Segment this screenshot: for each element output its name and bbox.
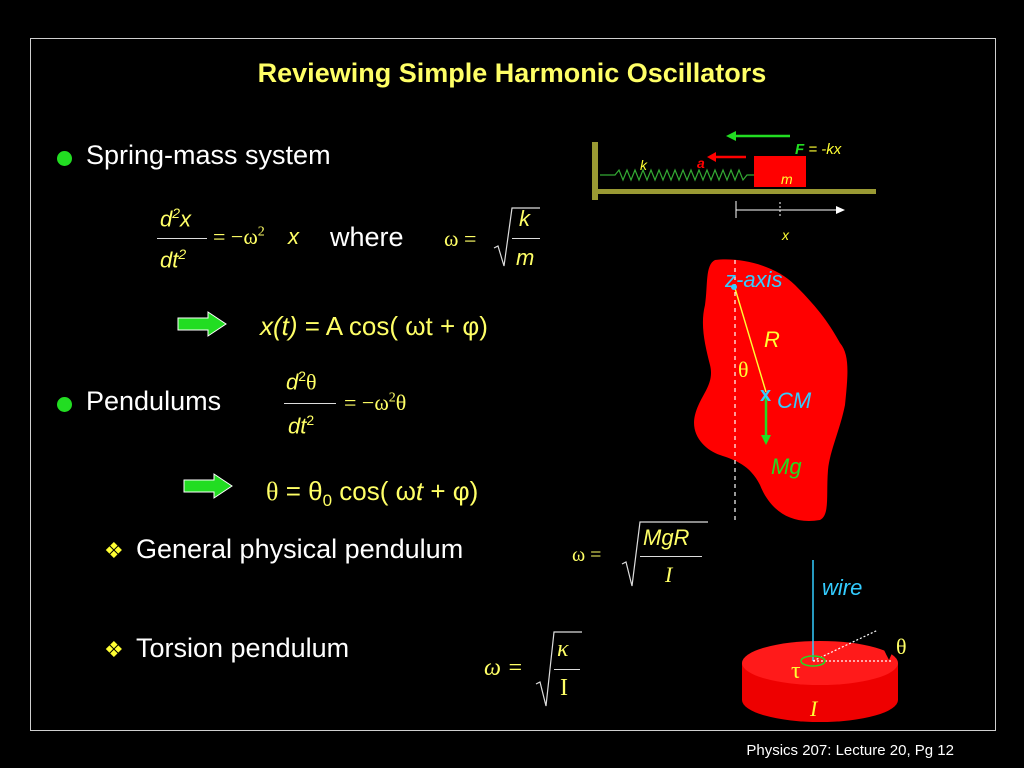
bullet-dot-spring bbox=[57, 151, 72, 166]
eq1-m: m bbox=[516, 245, 535, 270]
eq4-rest: + φ) bbox=[423, 476, 479, 506]
eq6-den: I bbox=[560, 675, 568, 701]
eq4-cos: cos( ω bbox=[332, 476, 416, 506]
eq1-where: where bbox=[330, 222, 404, 252]
diamond-bullet-torsion: ❖ bbox=[104, 637, 124, 662]
torsion-disk-top bbox=[742, 641, 898, 685]
eq1-sqrt-sign bbox=[493, 207, 540, 267]
mass-m-label: m bbox=[781, 171, 793, 187]
eq1-k: k bbox=[519, 206, 530, 231]
pendulum-theta-label: θ bbox=[738, 357, 749, 382]
pendulum-zaxis-label: z-axis bbox=[725, 267, 783, 292]
pendulum-body bbox=[694, 259, 848, 521]
spring-k-label: k bbox=[640, 157, 647, 173]
bullet-physical-pendulum: General physical pendulum bbox=[136, 534, 464, 564]
eq1-d: d bbox=[160, 206, 173, 232]
slide-title: Reviewing Simple Harmonic Oscillators bbox=[257, 58, 767, 88]
implies-arrow-1 bbox=[177, 311, 227, 337]
eq1-rhs-x: x bbox=[288, 224, 299, 249]
bullet-pendulums: Pendulums bbox=[86, 386, 222, 416]
eq6-omega: ω = bbox=[484, 655, 524, 681]
force-rest: = -kx bbox=[804, 141, 842, 158]
eq5-num: MgR bbox=[643, 525, 690, 550]
eq3-rhs: = −ω bbox=[344, 390, 389, 415]
eq3-d-sup: 2 bbox=[298, 368, 307, 384]
eq2-xt: x(t) bbox=[260, 311, 298, 341]
accel-a-label: a bbox=[697, 155, 705, 171]
bullet-torsion-pendulum: Torsion pendulum bbox=[136, 633, 350, 663]
force-arrow-head bbox=[726, 131, 736, 141]
gravity-arrow-head bbox=[761, 435, 771, 445]
axis-x-label: x bbox=[782, 227, 789, 243]
torsion-graphics bbox=[742, 560, 898, 722]
implies-arrow-2 bbox=[183, 473, 233, 499]
torsion-theta-label: θ bbox=[896, 634, 907, 659]
pendulum-CM-label: CM bbox=[777, 388, 812, 413]
pendulum-graphics bbox=[694, 259, 848, 521]
equation-theta-t: θ = θ0 cos( ωt + φ) bbox=[266, 476, 478, 511]
eq3-d: d bbox=[286, 369, 299, 395]
eq3-rhs-sup: 2 bbox=[388, 390, 396, 406]
pendulum-Mg-label: Mg bbox=[771, 454, 802, 479]
eq4-theta: θ bbox=[266, 477, 279, 506]
eq1-rhs: = −ω bbox=[213, 224, 258, 249]
spring-wall bbox=[592, 142, 598, 200]
eq4-eq: = θ bbox=[278, 476, 323, 506]
eq5-den: I bbox=[665, 562, 673, 587]
eq5-omega: ω = bbox=[572, 544, 602, 566]
eq1-dt-sup: 2 bbox=[178, 246, 187, 262]
spring-coil bbox=[600, 168, 754, 182]
slide-footer: Physics 207: Lecture 20, Pg 12 bbox=[746, 742, 954, 759]
eq1-d-sup: 2 bbox=[172, 205, 181, 221]
spring-floor bbox=[592, 189, 876, 194]
diamond-bullet-physical: ❖ bbox=[104, 538, 124, 563]
accel-arrow-head bbox=[707, 152, 716, 162]
slide-frame bbox=[30, 38, 996, 731]
eq3-dt-sup: 2 bbox=[306, 412, 315, 428]
eq6-num: κ bbox=[557, 636, 569, 662]
eq3-dt: dt bbox=[288, 413, 307, 439]
spring-diagram-graphics bbox=[592, 131, 876, 218]
eq1-rhs-sup: 2 bbox=[257, 224, 265, 240]
force-F: F bbox=[795, 141, 805, 158]
pendulum-cm-mark: x bbox=[760, 384, 772, 406]
eq1-x: x bbox=[180, 206, 192, 232]
torsion-I-label: I bbox=[810, 696, 818, 721]
eq4-t: t bbox=[415, 476, 424, 506]
pendulum-R-label: R bbox=[764, 327, 780, 352]
eq1-omega: ω = bbox=[444, 226, 477, 251]
eq1-dt: dt bbox=[160, 247, 179, 273]
eq3-theta: θ bbox=[306, 369, 317, 395]
spring-force-label: F = -kx bbox=[795, 141, 841, 158]
bullet-spring-mass: Spring-mass system bbox=[86, 140, 331, 170]
eq4-sub0: 0 bbox=[322, 491, 333, 511]
torsion-tau-label: τ bbox=[791, 658, 801, 684]
eq3-rhs-theta: θ bbox=[395, 390, 407, 415]
eq5-sqrt-sign bbox=[621, 521, 708, 587]
eq2-rest: = A cos( ωt + φ) bbox=[297, 311, 488, 341]
torsion-wire-label: wire bbox=[822, 575, 863, 600]
equation-xt: x(t) = A cos( ωt + φ) bbox=[260, 311, 488, 342]
spring-mass-block bbox=[754, 156, 806, 187]
bullet-dot-pendulums bbox=[57, 397, 72, 412]
eq6-sqrt-sign bbox=[535, 631, 582, 707]
